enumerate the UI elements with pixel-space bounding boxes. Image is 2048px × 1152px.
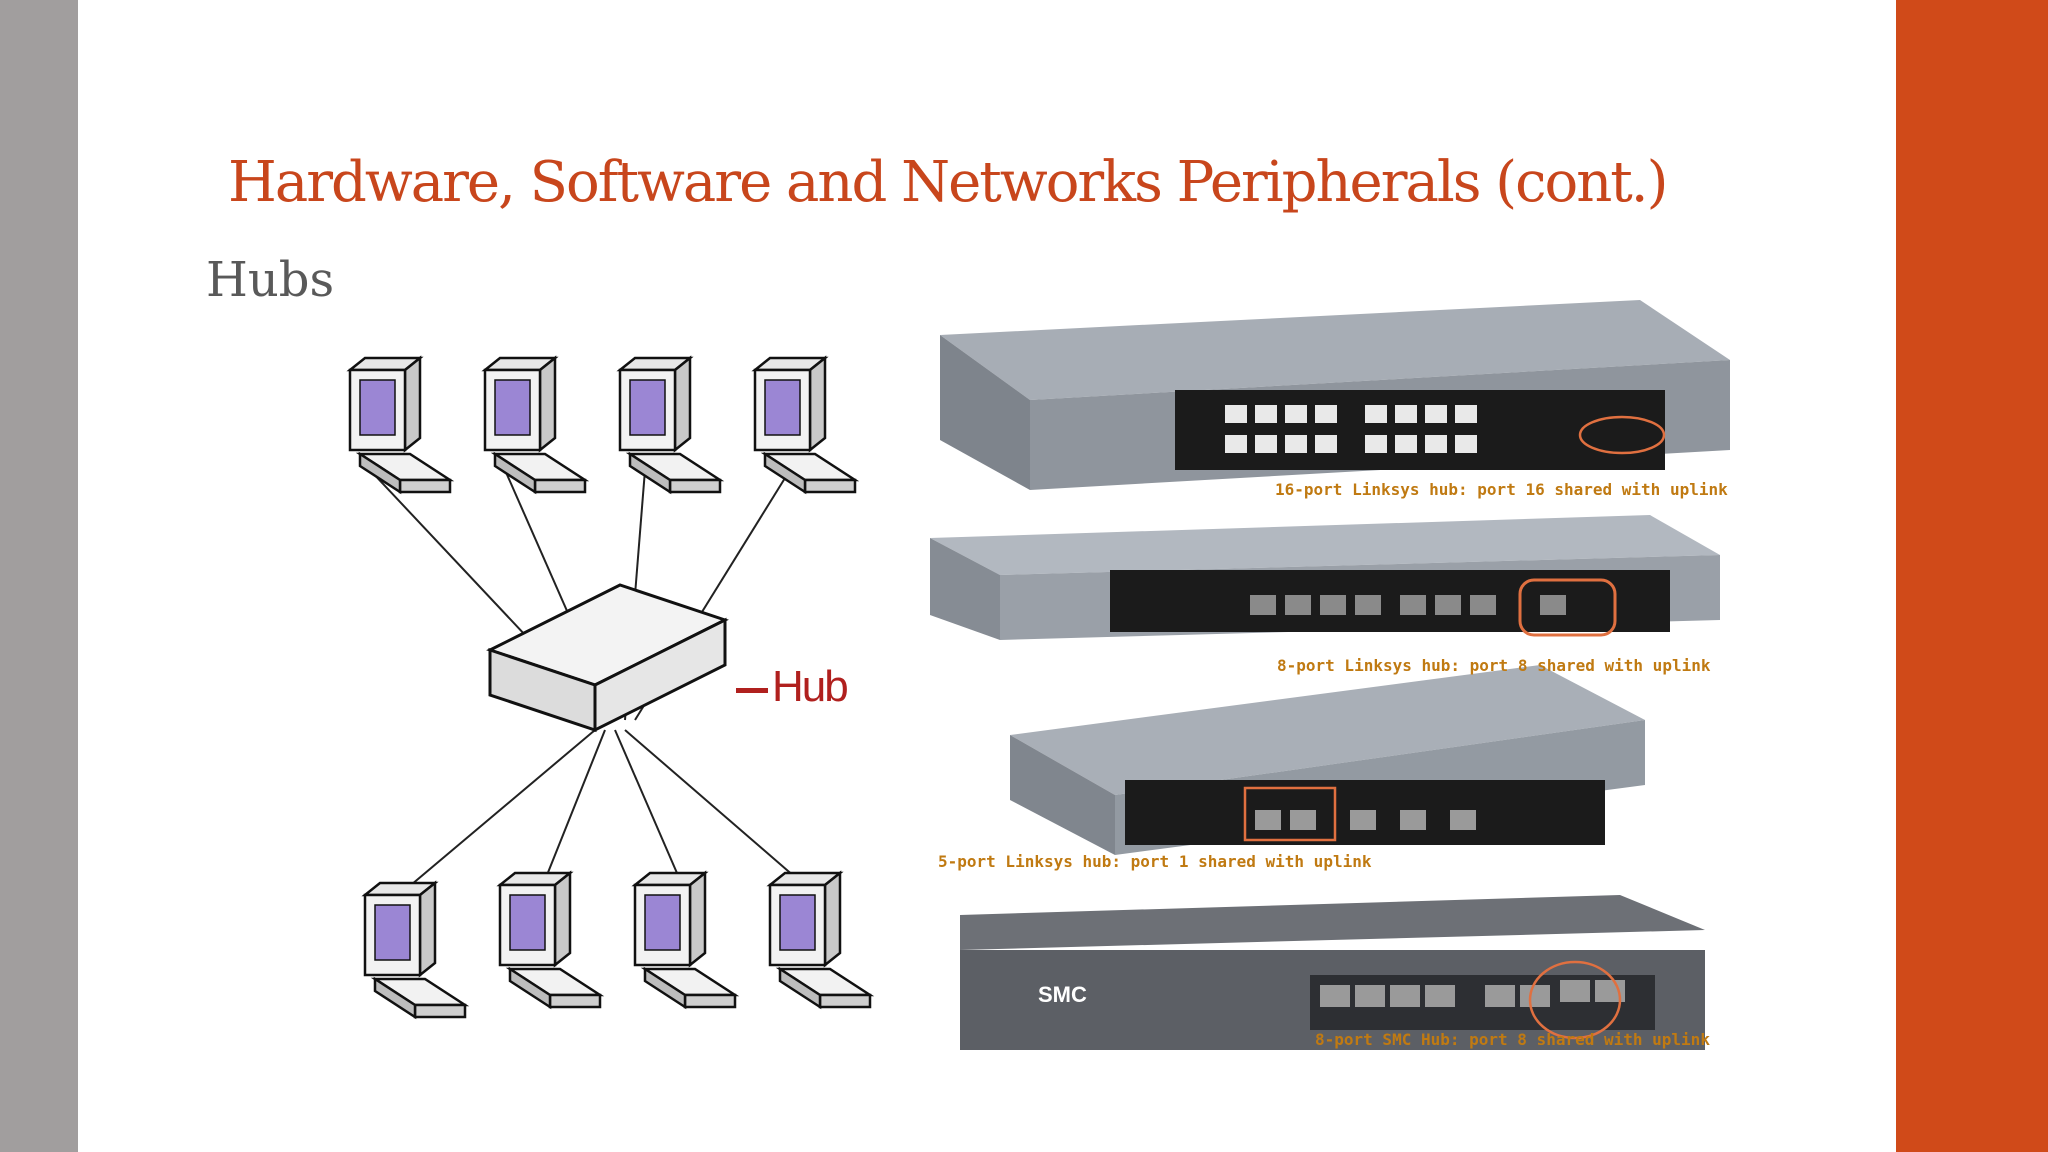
smc-logo: SMC (1038, 982, 1087, 1007)
caption-8-port-linksys: 8-port Linksys hub: port 8 shared with u… (1277, 656, 1711, 675)
hub-label-dash (736, 688, 768, 693)
hub-network-diagram (348, 356, 872, 1019)
linksys-5-port-hub (1010, 665, 1645, 855)
smc-8-port-hub: SMC (960, 895, 1705, 1050)
right-accent-bar (1896, 0, 2048, 1152)
hub-label: Hub (772, 662, 849, 711)
hub-device (486, 583, 729, 733)
slide-subtitle: Hubs (206, 252, 335, 308)
slide-title: Hardware, Software and Networks Peripher… (228, 150, 1668, 215)
left-side-bar (0, 0, 78, 1152)
linksys-16-port-hub (940, 300, 1730, 490)
caption-16-port: 16-port Linksys hub: port 16 shared with… (1275, 480, 1728, 499)
linksys-8-port-hub (930, 515, 1720, 640)
hub-device-photos: SMC (930, 300, 1730, 1050)
caption-8-port-smc: 8-port SMC Hub: port 8 shared with uplin… (1315, 1030, 1710, 1049)
caption-5-port: 5-port Linksys hub: port 1 shared with u… (938, 852, 1372, 871)
